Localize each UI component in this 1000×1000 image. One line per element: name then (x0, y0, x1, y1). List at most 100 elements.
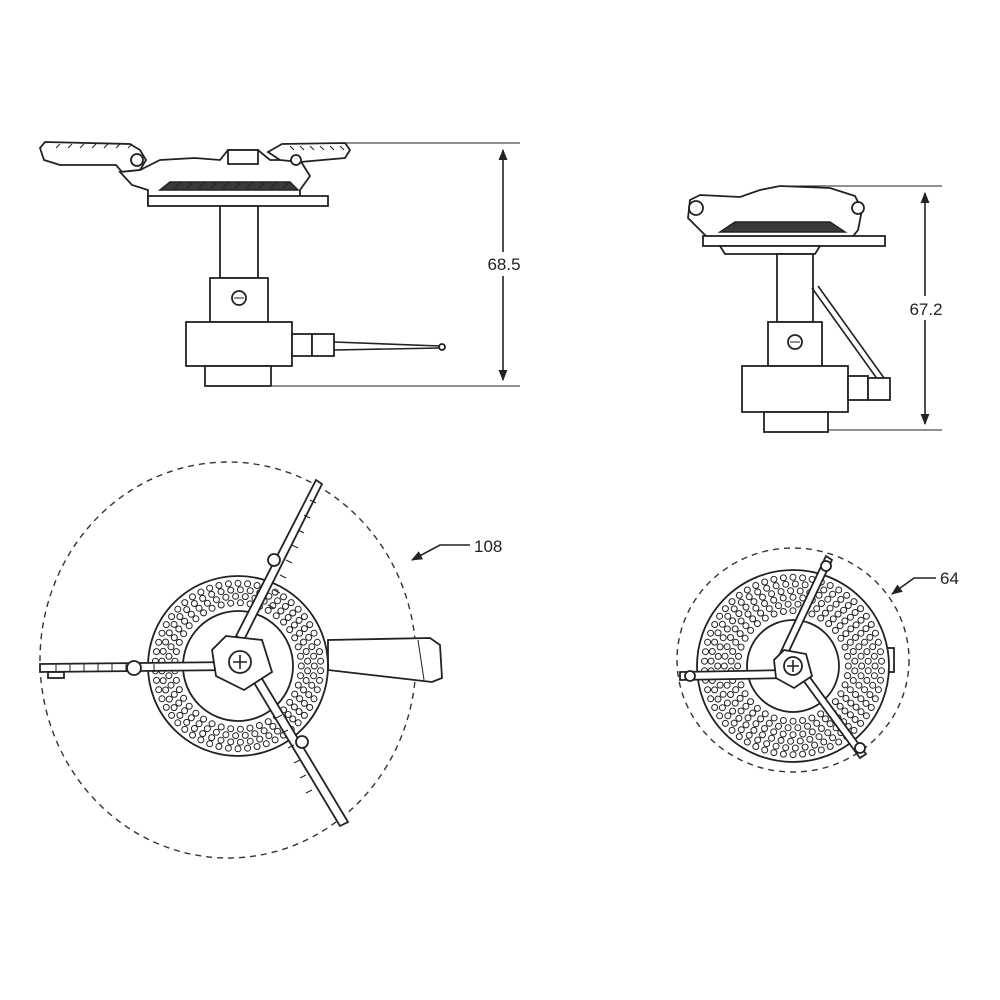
port-hole (224, 580, 232, 588)
port-hole (844, 662, 852, 670)
port-hole (175, 638, 183, 646)
port-hole (770, 575, 778, 583)
port-hole (305, 691, 313, 699)
port-hole (869, 681, 877, 689)
port-hole (770, 728, 778, 736)
port-hole (752, 743, 760, 750)
port-hole (719, 690, 727, 698)
port-hole (244, 744, 252, 752)
port-hole (227, 599, 235, 607)
port-hole (244, 580, 252, 588)
burner-stem (219, 205, 259, 279)
port-hole (735, 714, 743, 722)
port-hole (168, 613, 176, 621)
port-hole (761, 614, 769, 622)
port-hole (716, 612, 724, 620)
port-hole (736, 630, 744, 638)
port-hole (206, 740, 214, 748)
port-hole (264, 606, 272, 614)
port-hole (829, 734, 837, 742)
port-hole (313, 686, 321, 694)
port-hole (296, 695, 304, 703)
port-hole (857, 605, 865, 613)
center-cap (227, 149, 259, 165)
port-hole (852, 634, 859, 641)
port-hole (775, 602, 782, 610)
port-hole (727, 634, 734, 641)
port-hole (772, 742, 780, 750)
span-label-compact: 64 (940, 569, 959, 588)
port-hole (300, 613, 308, 621)
port-hole (306, 703, 314, 711)
folded-wire-block (867, 377, 891, 401)
port-hole (824, 595, 832, 603)
port-hole (162, 621, 170, 629)
port-hole (782, 580, 790, 588)
port-hole (749, 709, 757, 717)
port-hole (174, 719, 182, 727)
port-hole (855, 643, 863, 651)
port-hole (737, 643, 745, 651)
port-hole (841, 707, 849, 715)
port-hole (804, 722, 811, 730)
port-hole (300, 699, 308, 707)
port-hole (779, 730, 787, 738)
port-hole (295, 616, 303, 624)
port-hole (867, 704, 875, 711)
port-hole (167, 681, 175, 689)
port-hole (811, 741, 819, 749)
port-hole (316, 676, 323, 684)
port-hole (734, 662, 742, 670)
port-hole (310, 695, 318, 703)
port-hole (176, 711, 184, 719)
port-hole (826, 720, 834, 728)
port-hole (236, 586, 244, 594)
port-hole (747, 626, 755, 634)
port-hole (871, 629, 879, 637)
port-hole (808, 610, 816, 618)
port-hole (820, 738, 828, 746)
port-hole (750, 726, 758, 734)
port-hole (721, 652, 729, 660)
span-leader-large (411, 544, 470, 561)
port-hole (842, 630, 850, 638)
port-hole (813, 605, 821, 613)
port-hole (855, 681, 863, 689)
port-hole (721, 719, 729, 727)
port-hole (165, 629, 173, 637)
port-hole (190, 725, 198, 732)
port-hole (779, 574, 787, 582)
port-hole (721, 605, 729, 613)
port-hole (747, 698, 755, 706)
port-hole (752, 720, 760, 728)
port-hole (818, 600, 825, 607)
port-hole (234, 579, 242, 587)
port-hole (294, 719, 302, 727)
port-hole (763, 584, 771, 592)
port-hole (779, 608, 787, 615)
port-hole (763, 740, 771, 748)
port-hole (732, 638, 740, 646)
port-hole (192, 709, 200, 717)
control-lever (327, 637, 443, 683)
port-hole (761, 746, 769, 754)
upper-hinge (267, 553, 281, 567)
port-hole (791, 580, 799, 588)
port-hole (296, 629, 304, 637)
compact-burner-port-holes (701, 573, 885, 759)
port-hole (752, 604, 760, 612)
port-hole (757, 715, 765, 723)
port-hole (835, 586, 843, 594)
wire-key-block (311, 333, 335, 357)
port-hole (869, 643, 877, 651)
port-hole (852, 703, 860, 711)
port-hole (704, 638, 712, 646)
port-hole (820, 586, 828, 594)
port-hole (765, 605, 773, 613)
port-hole (203, 599, 211, 607)
port-hole (185, 622, 193, 630)
lower-hinge (295, 735, 309, 749)
port-hole (753, 704, 761, 712)
port-hole (821, 715, 829, 723)
